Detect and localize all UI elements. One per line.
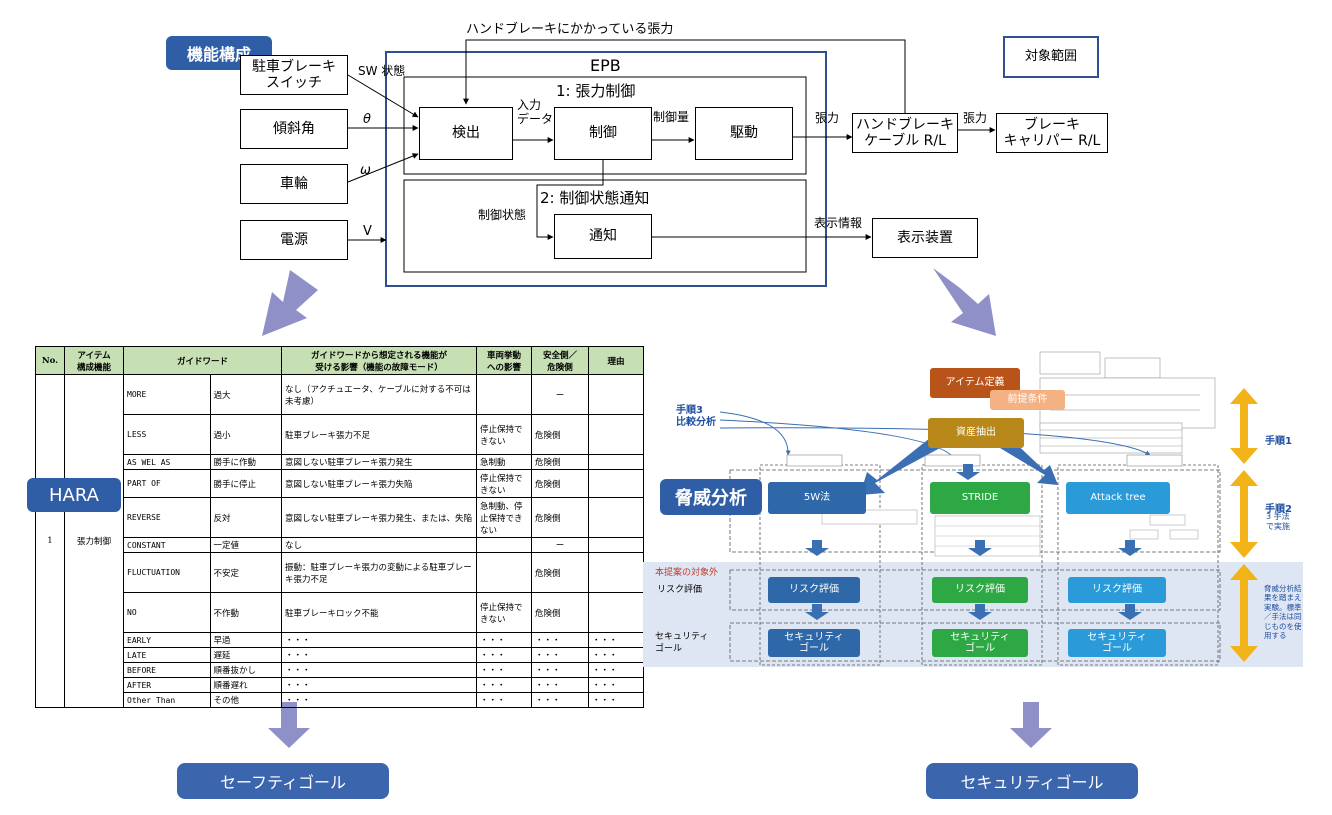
- hara-tag: HARA: [27, 478, 121, 512]
- control-state-label: 制御状態: [478, 208, 527, 222]
- section2-title: 2: 制御状態通知: [540, 189, 650, 207]
- security-goal-badge: セキュリティゴール: [926, 763, 1138, 799]
- control-block: 制御: [554, 107, 652, 160]
- risk-eval-stride-box: リスク評価: [932, 577, 1028, 603]
- reason-cell: [588, 592, 644, 633]
- asset-extract-box: 資産抽出: [928, 418, 1024, 448]
- arrow-to-threat: [933, 268, 996, 336]
- step3-note: 脅威分析結果を踏まえ実験。標準／手法は同じものを使用する: [1264, 584, 1302, 640]
- reason-cell: [588, 497, 644, 538]
- feedback-label: ハンドブレーキにかかっている張力: [466, 22, 674, 37]
- tension-label-1: 張力: [815, 111, 840, 125]
- out-of-scope-label: 本提案の対象外: [655, 568, 719, 578]
- wheel-input-box: 車輪: [240, 164, 348, 204]
- risk-eval-5w-box: リスク評価: [768, 577, 860, 603]
- gw-ja-cell: 過小: [209, 414, 283, 455]
- table-row: NO: [123, 592, 211, 633]
- side-cell: 危険側: [531, 469, 589, 498]
- col-effect: ガイドワードから想定される機能が 受ける影響（機能の故障モード）: [281, 346, 477, 375]
- goal-row-label: セキュリティ ゴール: [655, 632, 709, 654]
- col-item: アイテム 構成機能: [64, 346, 124, 375]
- effect-cell: 意図しない駐車ブレーキ張力発生、または、失陥: [281, 497, 477, 538]
- sw-signal-label: SW 状態: [358, 64, 406, 78]
- drive-block: 駆動: [695, 107, 793, 160]
- switch-input-box: 駐車ブレーキ スイッチ: [240, 55, 348, 95]
- tilt-input-box: 傾斜角: [240, 109, 348, 149]
- omega-signal-label: ω: [360, 163, 371, 178]
- arrow-to-safety-goal: [268, 702, 310, 748]
- col-vehicle: 車両挙動 への影響: [476, 346, 532, 375]
- input-data-label: 入力 データ: [517, 98, 554, 127]
- arrow-to-security-goal: [1010, 702, 1052, 748]
- effect-cell: 駐車ブレーキロック不能: [281, 592, 477, 633]
- item-function-cell: 張力制御: [64, 374, 124, 708]
- reason-cell: [588, 469, 644, 498]
- detect-block: 検出: [419, 107, 513, 160]
- method-5w-box: 5W法: [768, 482, 866, 514]
- side-cell: 危険側: [531, 414, 589, 455]
- display-block: 表示装置: [872, 218, 978, 258]
- step2-label: 手順2: [1265, 504, 1292, 515]
- gw-ja-cell: 勝手に停止: [209, 469, 283, 498]
- v-signal-label: V: [363, 224, 372, 239]
- gw-ja-cell: 反対: [209, 497, 283, 538]
- table-row: FLUCTUATION: [123, 552, 211, 593]
- reason-cell: [588, 552, 644, 593]
- caliper-block: ブレーキ キャリパー R/L: [996, 113, 1108, 153]
- handbrake-block: ハンドブレーキ ケーブル R/L: [852, 113, 958, 153]
- side-cell: ー: [531, 374, 589, 415]
- control-amount-label: 制御量: [653, 110, 690, 124]
- table-row: PART OF: [123, 469, 211, 498]
- precondition-box: 前提条件: [990, 390, 1065, 410]
- risk-eval-attack-box: リスク評価: [1068, 577, 1166, 603]
- step1-label: 手順1: [1265, 436, 1292, 447]
- vehicle-cell: 停止保持できない: [476, 592, 532, 633]
- vehicle-cell: [476, 374, 532, 415]
- table-row: LESS: [123, 414, 211, 455]
- sec-goal-5w-box: セキュリティ ゴール: [768, 629, 860, 657]
- reason-cell: ・・・: [588, 692, 644, 708]
- effect-cell: 振動：駐車ブレーキ張力の変動による駐車ブレーキ張力不足: [281, 552, 477, 593]
- section1-title: 1: 張力制御: [556, 82, 636, 100]
- arrow-to-hara: [262, 270, 318, 336]
- risk-row-label: リスク評価: [657, 585, 703, 595]
- method-attack-tree-box: Attack tree: [1066, 482, 1170, 514]
- step2-note: 3 手法 で実施: [1266, 512, 1290, 531]
- threat-analysis-tag: 脅威分析: [660, 479, 762, 515]
- gw-ja-cell: 過大: [209, 374, 283, 415]
- gw-ja-cell: その他: [209, 692, 283, 708]
- power-input-box: 電源: [240, 220, 348, 260]
- display-info-label: 表示情報: [814, 216, 863, 230]
- notify-block: 通知: [554, 214, 652, 259]
- col-reason: 理由: [588, 346, 644, 375]
- col-guideword: ガイドワード: [123, 346, 282, 375]
- sec-goal-stride-box: セキュリティ ゴール: [932, 629, 1028, 657]
- effect-cell: 意図しない駐車ブレーキ張力失陥: [281, 469, 477, 498]
- vehicle-cell: [476, 552, 532, 593]
- sec-goal-attack-box: セキュリティ ゴール: [1068, 629, 1166, 657]
- hara-table: No. アイテム 構成機能 ガイドワード ガイドワードから想定される機能が 受け…: [35, 346, 644, 708]
- epb-title: EPB: [590, 56, 621, 75]
- vehicle-cell: 停止保持できない: [476, 414, 532, 455]
- scope-box: 対象範囲: [1003, 36, 1099, 78]
- vehicle-cell: ・・・: [476, 692, 532, 708]
- tension-label-2: 張力: [963, 111, 988, 125]
- step3-label: 手順3 比較分析: [676, 405, 716, 428]
- safety-goal-badge: セーフティゴール: [177, 763, 389, 799]
- reason-cell: [588, 414, 644, 455]
- side-cell: 危険側: [531, 552, 589, 593]
- side-cell: 危険側: [531, 592, 589, 633]
- vehicle-cell: 停止保持できない: [476, 469, 532, 498]
- theta-signal-label: θ: [363, 112, 371, 127]
- method-stride-box: STRIDE: [930, 482, 1030, 514]
- col-no: No.: [35, 346, 65, 375]
